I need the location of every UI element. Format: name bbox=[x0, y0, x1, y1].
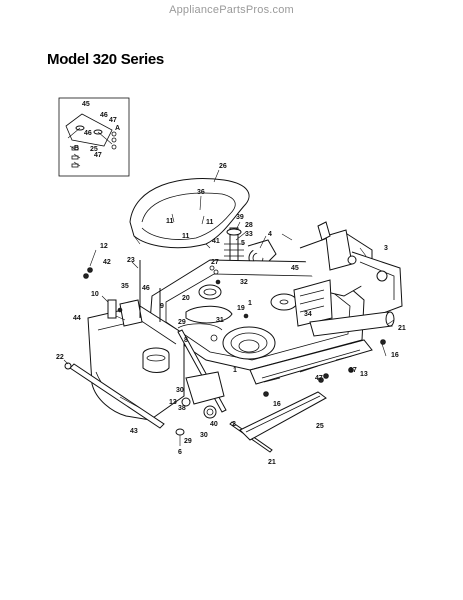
part-callout: 6 bbox=[178, 449, 182, 456]
part-callout: 23 bbox=[127, 257, 135, 264]
part-callout: 39 bbox=[236, 214, 244, 221]
inset-callout: 47 bbox=[109, 117, 117, 124]
inset-callout: 46 bbox=[100, 112, 108, 119]
part-callout: 35 bbox=[121, 283, 129, 290]
model-title: Model 320 Series bbox=[47, 51, 164, 68]
part-callout: 40 bbox=[210, 421, 218, 428]
part-callout: 11 bbox=[182, 233, 190, 240]
part-callout: 42 bbox=[103, 259, 111, 266]
inset-callout: 47 bbox=[94, 152, 102, 159]
part-callout: 29 bbox=[184, 438, 192, 445]
leader-lines bbox=[63, 169, 395, 409]
site-watermark: AppliancePartsPros.com bbox=[169, 4, 294, 16]
part-callout: 41 bbox=[212, 238, 220, 245]
part-callout: 31 bbox=[216, 317, 224, 324]
part-callout: 26 bbox=[219, 163, 227, 170]
part-callout: 38 bbox=[178, 405, 186, 412]
inset-callout: 25 bbox=[90, 146, 98, 153]
part-callout: 10 bbox=[91, 291, 99, 298]
part-callout: 1 bbox=[248, 300, 252, 307]
part-callout: 44 bbox=[73, 315, 81, 322]
part-callout: 1 bbox=[233, 367, 237, 374]
part-callout: 3 bbox=[384, 245, 388, 252]
inset-callout: 45 bbox=[82, 101, 90, 108]
part-callout: 36 bbox=[197, 189, 205, 196]
part-callout: 12 bbox=[100, 243, 108, 250]
part-callout: 28 bbox=[245, 222, 253, 229]
part-callout: 13 bbox=[360, 371, 368, 378]
part-callout: 46 bbox=[142, 285, 150, 292]
part-callout: 19 bbox=[237, 305, 245, 312]
part-callout: 33 bbox=[245, 231, 253, 238]
part-callout: 5 bbox=[241, 240, 245, 247]
part-callout: 20 bbox=[182, 295, 190, 302]
inset-callout: B bbox=[74, 145, 79, 152]
part-callout: 34 bbox=[304, 311, 312, 318]
part-callout: 43 bbox=[130, 428, 138, 435]
part-callout: 16 bbox=[391, 352, 399, 359]
part-callout: 47 bbox=[315, 375, 323, 382]
part-callout: 11 bbox=[166, 218, 174, 225]
part-callout: 30 bbox=[176, 387, 184, 394]
part-callout: 27 bbox=[211, 259, 219, 266]
part-callout: 4 bbox=[268, 231, 272, 238]
part-callout: 16 bbox=[273, 401, 281, 408]
inset-callout: A bbox=[115, 125, 120, 132]
inset-callout: 46 bbox=[84, 130, 92, 137]
inset-detail: 45 46 47 46 A 25 47 B bbox=[58, 97, 130, 177]
part-callout: 9 bbox=[160, 303, 164, 310]
part-callout: 2 bbox=[232, 421, 236, 428]
part-callout: 21 bbox=[398, 325, 406, 332]
part-callout: 32 bbox=[240, 279, 248, 286]
part-callout: 37 bbox=[349, 367, 357, 374]
part-callout: 8 bbox=[184, 337, 188, 344]
part-callout: 22 bbox=[56, 354, 64, 361]
callout-numbers: 26 36 11 11 11 41 39 28 33 5 4 27 32 45 … bbox=[56, 163, 406, 466]
part-callout: 45 bbox=[291, 265, 299, 272]
rear-bracket bbox=[293, 221, 403, 337]
part-callout: 21 bbox=[268, 459, 276, 466]
part-callout: 30 bbox=[200, 432, 208, 439]
hardware bbox=[83, 267, 386, 446]
part-callout: 13 bbox=[169, 399, 177, 406]
part-callout: 29 bbox=[178, 319, 186, 326]
part-callout: 11 bbox=[206, 219, 214, 226]
part-callout: 25 bbox=[316, 423, 324, 430]
seat bbox=[129, 178, 250, 249]
